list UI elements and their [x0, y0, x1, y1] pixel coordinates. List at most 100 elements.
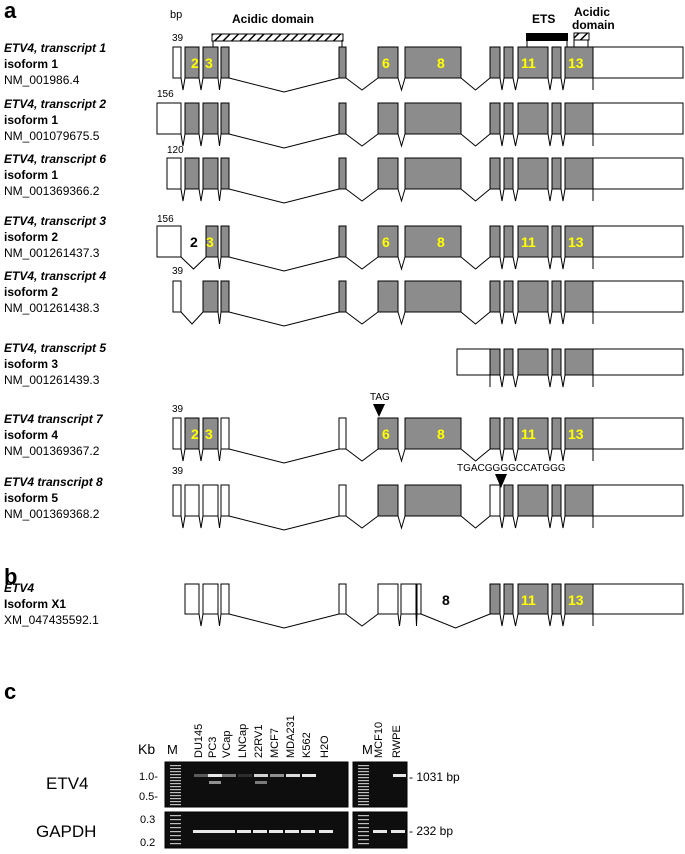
utr-exon [202, 484, 219, 517]
gel-background [164, 761, 349, 808]
exon-structure-t8 [172, 484, 684, 531]
isoform-label: isoform 4 [4, 428, 58, 442]
ladder-band [170, 798, 181, 800]
coding-exon [338, 46, 347, 79]
intron-line [560, 133, 566, 147]
intron-line [217, 311, 222, 325]
intron-line [228, 448, 340, 464]
utr-exon [592, 102, 684, 135]
intron-line [499, 77, 505, 91]
ladder-band [358, 815, 369, 817]
ladder-band [170, 765, 181, 767]
coding-exon [517, 157, 549, 190]
ladder-band [170, 815, 181, 817]
ladder-band [358, 843, 369, 845]
accession-label: NM_001369366.2 [4, 184, 100, 198]
exon-number-11: 11 [521, 592, 536, 608]
utr-exon [156, 225, 182, 258]
ladder-band [170, 843, 181, 845]
exon-number-11: 11 [521, 234, 536, 250]
exon-number-3: 3 [205, 426, 213, 442]
intron-line [397, 448, 406, 463]
utr-exon [592, 348, 684, 376]
etv4-tick-0.5kb: 0.5- [139, 791, 158, 803]
transcript-8-label: ETV4 transcript 8 isoform 5 NM_001369368… [4, 475, 103, 521]
accession-label: NM_001369367.2 [4, 444, 100, 458]
intron-line [460, 188, 491, 202]
intron-line [499, 311, 505, 325]
ladder-band [358, 827, 369, 829]
isoform-label: isoform 1 [4, 113, 58, 127]
ladder-band [358, 839, 369, 841]
first-exon-bp-t1: 39 [172, 33, 184, 44]
coding-exon [564, 46, 594, 79]
intron-line [397, 77, 406, 92]
intron-line [397, 311, 406, 326]
coding-exon [564, 157, 594, 190]
coding-exon [404, 102, 462, 135]
intron-line [499, 448, 505, 462]
utr-exon [220, 583, 230, 615]
utr-exon [156, 102, 182, 135]
intron-line [499, 613, 505, 627]
coding-exon [564, 484, 594, 517]
gel-band [221, 830, 235, 833]
intron-line [198, 448, 204, 462]
utr-exon [172, 417, 182, 450]
first-exon-bp-t8: 39 [172, 466, 184, 477]
isoform-label: isoform 2 [4, 285, 58, 299]
ladder-band [170, 827, 181, 829]
intron-line [397, 256, 406, 271]
coding-exon [517, 46, 549, 79]
intron-line [397, 188, 406, 203]
tag-arrow-icon [373, 404, 385, 417]
ladder-band [358, 792, 369, 794]
panel-label-a: a [4, 0, 17, 23]
intron-line [180, 311, 204, 325]
exon-structure-t4 [172, 280, 684, 327]
coding-exon [202, 157, 219, 190]
gapdh-tick-0.3kb: 0.3 [140, 814, 155, 826]
coding-exon [489, 157, 501, 190]
ladder-band [170, 768, 181, 770]
ladder-band [358, 774, 369, 776]
utr-exon [456, 348, 491, 376]
ladder-band [358, 831, 369, 833]
exon-structure-x1 [184, 583, 684, 629]
intron-line [397, 515, 406, 530]
gel-band [255, 781, 267, 784]
transcript-name: ETV4, transcript 1 [4, 41, 106, 55]
utr-exon [592, 583, 684, 615]
intron-line [180, 188, 186, 202]
utr-exon [172, 280, 182, 313]
coding-exon [404, 484, 462, 517]
gel-gapdh-right [352, 811, 408, 849]
intron-line [180, 448, 186, 462]
ets-domain-label: ETS [532, 12, 555, 26]
intron-line [397, 613, 402, 627]
utr-exon [184, 583, 200, 615]
intron-line [547, 613, 553, 627]
ladder-band [358, 835, 369, 837]
transcript-name: ETV4, transcript 5 [4, 341, 106, 355]
ets-domain-bar [526, 33, 568, 41]
intron-line [397, 133, 406, 148]
coding-exon [517, 484, 549, 517]
intron-line [499, 374, 505, 388]
accession-label: NM_001261437.3 [4, 246, 100, 260]
intron-line [228, 311, 340, 327]
coding-exon [564, 280, 594, 313]
exon-number-3: 3 [205, 55, 213, 71]
exon-number-2: 2 [191, 426, 199, 442]
lane-label: H2O [319, 735, 331, 758]
ladder-band [170, 777, 181, 779]
panel-label-b: b [4, 564, 17, 589]
exon-structure-t6 [166, 157, 684, 204]
gel-etv4-right [352, 761, 408, 808]
coding-exon [404, 225, 462, 258]
coding-exon [489, 46, 501, 79]
utr-exon [338, 583, 347, 615]
gel-band [301, 830, 315, 833]
gel-band [393, 774, 406, 777]
coding-exon [489, 417, 501, 450]
